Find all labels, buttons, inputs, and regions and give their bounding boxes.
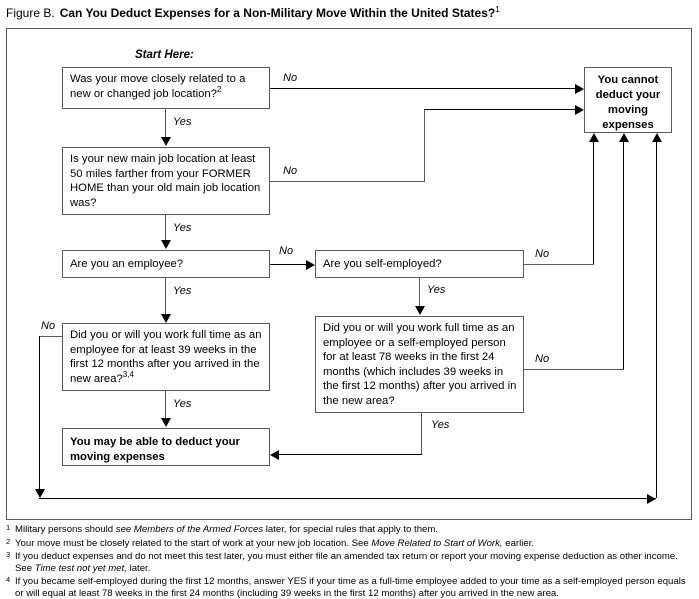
node-q6-text: Did you or will you work full time as an… (323, 322, 517, 407)
edge-q4-yes-line (419, 278, 420, 308)
node-q1-footnote-marker: 2 (216, 84, 222, 94)
node-q1-move-related[interactable]: Was your move closely related to a new o… (62, 67, 270, 109)
edge-q2-no-line-up (424, 109, 425, 181)
node-q5-text: Did you or will you work full time as an… (70, 329, 262, 385)
edge-q2-yes-label: Yes (173, 222, 192, 234)
edge-q1-yes-line (165, 109, 166, 138)
edge-q4-no-arrow (589, 133, 599, 142)
figure-title-text: Can You Deduct Expenses for a Non-Milita… (59, 6, 496, 20)
footnote-4-text: If you became self-employed during the f… (15, 576, 686, 599)
footnote-1-text: Military persons should see Members of t… (15, 524, 439, 535)
edge-q4-no-label: No (535, 248, 550, 260)
edge-q3-no-arrow (306, 260, 315, 270)
footnote-2-text: Your move must be closely related to the… (15, 537, 535, 549)
edge-q1-no-arrow (575, 84, 584, 94)
node-q2-text: Is your new main job location at least 5… (70, 153, 261, 209)
edge-q5-no-line-right (39, 498, 656, 499)
edge-q5-no-arrow-up (652, 133, 662, 142)
footnote-2-number: 2 (6, 536, 11, 546)
edge-q1-no-line (270, 88, 575, 89)
edge-q3-yes-line (165, 278, 166, 315)
edge-q3-yes-label: Yes (173, 285, 192, 297)
edge-q1-yes-label: Yes (173, 116, 192, 128)
node-q5-39-week-test[interactable]: Did you or will you work full time as an… (62, 323, 270, 391)
edge-q2-no-line-to-box (424, 109, 575, 110)
figure-title-footnote-marker: 1 (495, 5, 500, 14)
footnote-4-number: 4 (6, 575, 11, 585)
edge-q3-yes-arrow (161, 314, 171, 323)
edge-q5-no-arrow-right (647, 494, 656, 504)
footnote-3: 3 If you deduct expenses and do not meet … (6, 550, 694, 574)
edge-q4-yes-label: Yes (427, 284, 446, 296)
page-title: Figure B. Can You Deduct Expenses for a N… (6, 5, 696, 21)
edge-q5-no-label: No (41, 320, 56, 332)
edge-q6-yes-line-left (279, 454, 422, 455)
footnote-1-number: 1 (6, 523, 11, 532)
edge-q2-no-label: No (283, 165, 298, 177)
edge-q6-no-arrow (619, 133, 629, 142)
edge-q5-no-line-up (656, 142, 657, 498)
figure-label: Figure B. (6, 6, 55, 20)
edge-q3-no-label: No (279, 245, 294, 257)
footnote-2: 2 Your move must be closely related to th… (6, 536, 694, 550)
edge-q3-no-line (270, 264, 307, 265)
node-q3-are-you-employee[interactable]: Are you an employee? (62, 250, 270, 278)
edge-q2-no-line-right (270, 181, 425, 182)
node-q3-text: Are you an employee? (70, 258, 184, 270)
footnote-3-number: 3 (6, 550, 11, 560)
edge-q5-no-arrow-down (35, 489, 45, 498)
node-q6-78-week-test[interactable]: Did you or will you work full time as an… (315, 316, 524, 413)
edge-q6-yes-label: Yes (431, 419, 450, 431)
edge-q4-no-line-right (524, 264, 594, 265)
edge-q2-no-arrow (575, 105, 584, 115)
footnote-3-text: If you deduct expenses and do not meet t… (15, 551, 678, 574)
edge-q6-no-label: No (535, 353, 550, 365)
node-q4-are-you-self-employed[interactable]: Are you self-employed? (315, 250, 524, 278)
footnote-1: 1 Military persons should see Members of … (6, 523, 694, 536)
edge-q2-yes-line (165, 215, 166, 242)
node-cannot-deduct-text: You cannot deduct your moving expenses (595, 74, 661, 131)
edge-q6-yes-line-down (421, 413, 422, 454)
node-q2-distance-test[interactable]: Is your new main job location at least 5… (62, 147, 270, 215)
edge-q2-yes-arrow (161, 240, 171, 249)
edge-q4-yes-arrow (415, 306, 425, 315)
edge-q6-no-line-up (623, 142, 624, 369)
edge-q6-no-line-right (524, 369, 624, 370)
edge-q1-yes-arrow (161, 137, 171, 146)
edge-q5-no-line-down (39, 336, 40, 491)
flowchart-frame: Start Here: Was your move closely relate… (6, 28, 692, 520)
edge-q5-yes-label: Yes (173, 398, 192, 410)
edge-q5-yes-line (165, 391, 166, 419)
node-cannot-deduct[interactable]: You cannot deduct your moving expenses (584, 67, 672, 133)
node-may-deduct-text: You may be able to deduct your moving ex… (70, 436, 240, 463)
node-q1-text: Was your move closely related to a new o… (70, 73, 246, 100)
node-q5-footnote-marker: 3,4 (122, 369, 134, 379)
edge-q6-yes-arrow (270, 450, 279, 460)
node-may-deduct[interactable]: You may be able to deduct your moving ex… (62, 428, 270, 466)
edge-q1-no-label: No (283, 72, 298, 84)
start-here-label: Start Here: (135, 49, 194, 61)
edge-q5-no-line-left (39, 336, 63, 337)
node-q4-text: Are you self-employed? (323, 258, 442, 270)
edge-q4-no-line-up (593, 142, 594, 264)
footnotes-list: 1 Military persons should see Members of … (6, 523, 694, 599)
edge-q5-yes-arrow (161, 418, 171, 427)
footnote-4: 4 If you became self-employed during the … (6, 575, 694, 599)
